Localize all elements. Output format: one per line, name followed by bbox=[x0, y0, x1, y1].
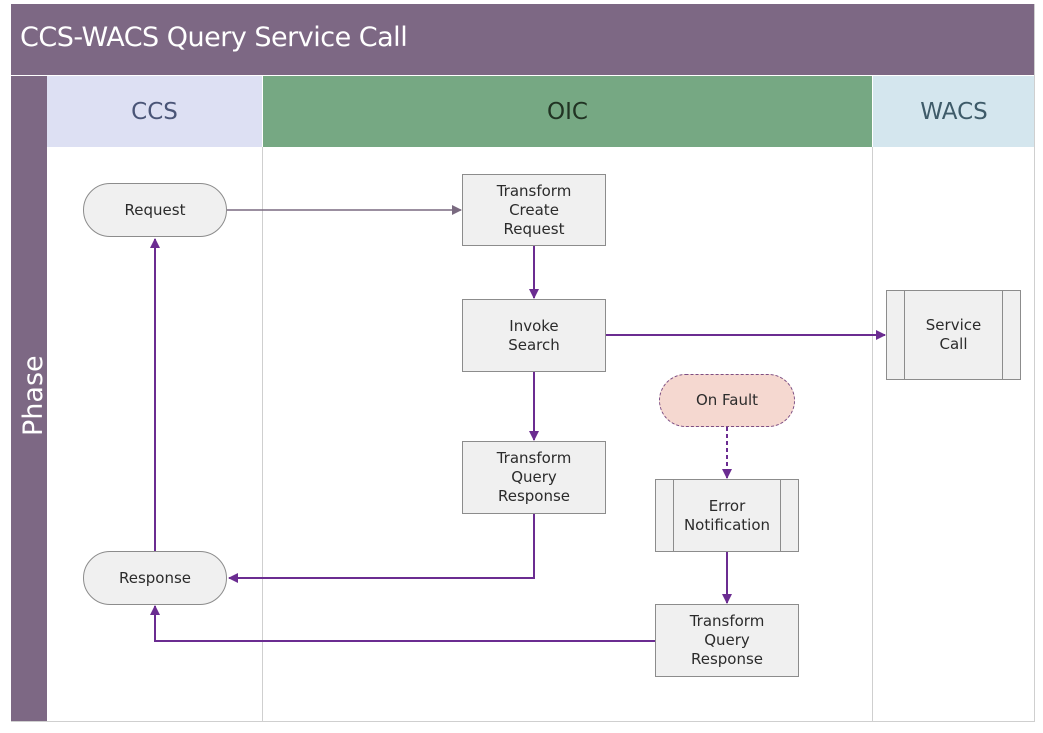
node-response-label: Response bbox=[118, 568, 192, 587]
node-request-label: Request bbox=[124, 200, 186, 219]
node-response: Response bbox=[83, 551, 227, 605]
diagram-border-right bbox=[1034, 4, 1035, 722]
node-invoke-search: Invoke Search bbox=[462, 299, 606, 372]
node-on-fault-label: On Fault bbox=[695, 391, 759, 409]
node-request: Request bbox=[83, 183, 227, 237]
node-service-call: Service Call bbox=[886, 290, 1021, 380]
node-error-notification-label: Error Notification bbox=[683, 496, 771, 534]
phase-bar bbox=[11, 76, 47, 722]
node-service-call-label: Service Call bbox=[925, 316, 982, 353]
arrow-transform-query-to-response bbox=[228, 514, 535, 583]
node-fault-transform-query-response-label: Transform Query Response bbox=[689, 612, 765, 668]
node-transform-query-response-label: Transform Query Response bbox=[496, 449, 572, 505]
lane-body-wacs bbox=[873, 147, 1035, 722]
diagram-border-bottom bbox=[11, 721, 1035, 722]
diagram-title: CCS-WACS Query Service Call bbox=[20, 22, 408, 53]
node-transform-create-request: Transform Create Request bbox=[462, 174, 606, 246]
lane-header-wacs: WACS bbox=[873, 76, 1035, 147]
node-transform-create-request-label: Transform Create Request bbox=[496, 181, 572, 238]
node-transform-query-response: Transform Query Response bbox=[462, 441, 606, 514]
diagram-title-bar: CCS-WACS Query Service Call bbox=[11, 4, 1035, 75]
node-on-fault: On Fault bbox=[659, 374, 795, 427]
lane-header-oic: OIC bbox=[263, 76, 872, 147]
node-invoke-search-label: Invoke Search bbox=[508, 316, 560, 354]
node-fault-transform-query-response: Transform Query Response bbox=[655, 604, 799, 677]
lane-header-ccs: CCS bbox=[47, 76, 262, 147]
node-error-notification: Error Notification bbox=[655, 479, 799, 552]
arrow-fault-transform-to-response bbox=[150, 605, 655, 642]
